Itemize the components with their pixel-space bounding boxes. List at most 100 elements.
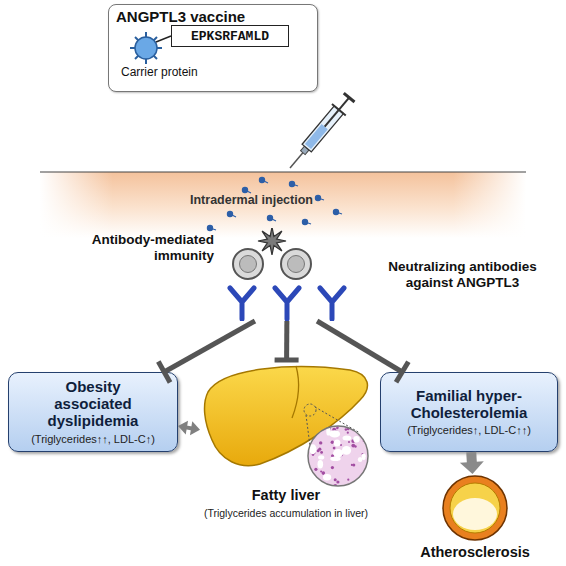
connector-line [466, 452, 477, 463]
tissue-nucleus [310, 479, 313, 482]
tissue-nucleus [347, 479, 349, 481]
tissue-nucleus [310, 482, 312, 484]
connector-line [317, 321, 402, 372]
box-note: (Triglycerides↑↑, LDL-C↑) [31, 433, 155, 445]
b-cell-nucleus [240, 256, 257, 273]
tissue-nucleus [322, 471, 326, 475]
connector-line [164, 321, 255, 372]
syringe-thumb [344, 93, 355, 102]
fat-droplet [330, 457, 340, 462]
fat-droplet [318, 460, 324, 468]
artery-lumen [453, 498, 497, 530]
skin-fade [40, 172, 526, 238]
tissue-nucleus [368, 463, 372, 467]
tissue-nucleus [310, 424, 313, 427]
particle-stem [292, 184, 298, 186]
dendritic-cell [258, 228, 286, 255]
vaccine-box: ANGPTL3 vaccineEPKSRFAMLD [108, 4, 318, 92]
process-label: Antibody-mediated immunity [82, 232, 214, 264]
vaccine-particles [207, 177, 342, 230]
spike [135, 37, 157, 59]
particle-stem [318, 198, 324, 200]
arrow-connector [460, 452, 484, 474]
particle-stem [245, 190, 251, 193]
b-cell [281, 249, 311, 279]
particle-stem [230, 214, 236, 217]
particle-stem [210, 228, 216, 230]
fat-droplet [334, 440, 341, 447]
syringe-hub [301, 146, 309, 154]
arrow-head [190, 421, 200, 435]
connector-line [186, 427, 192, 428]
tissue-nucleus [312, 480, 315, 483]
tissue-nucleus [345, 428, 348, 431]
antibody-drawing [222, 285, 352, 321]
particle-stem [336, 212, 342, 214]
carrier-body [135, 37, 157, 59]
cell-drawing [222, 228, 322, 280]
skin-band [40, 172, 526, 238]
tissue-nucleus [336, 480, 339, 483]
carrier-protein [130, 32, 171, 64]
syringe-plunger [325, 98, 349, 127]
artery-drawing [410, 474, 540, 542]
process-label: Neutralizing antibodies against ANGPTL3 [380, 259, 545, 291]
syringe [283, 92, 356, 174]
tissue-nucleus [310, 427, 312, 429]
arrow-connector [178, 421, 200, 436]
inhibition-bar [158, 362, 170, 383]
tissue-bg [308, 426, 368, 486]
box-title: Familial hyper-Cholesterolemia [402, 388, 537, 422]
zoom-line [315, 407, 360, 433]
peptide-box: EPKSRFAMLD [171, 25, 289, 47]
inhibition-connector [275, 321, 299, 360]
node-caption: Fatty liver [200, 487, 372, 503]
condition-box: Obesity associated dyslipidemia(Triglyce… [8, 372, 178, 452]
antibody [275, 288, 299, 319]
fat-droplet [329, 430, 340, 437]
liver-illustration: Fatty liver (Triglycerides accumulation i… [200, 360, 372, 528]
immune-cells: Antibody-mediated immunity [222, 228, 322, 280]
fat-droplet [343, 436, 352, 441]
peptide-link [156, 36, 171, 42]
tissue-nucleus [351, 464, 353, 466]
peptide-sequence: EPKSRFAMLD [191, 29, 269, 44]
tissue-nucleus [333, 447, 336, 450]
liver-shape [205, 367, 368, 466]
inhibition-bar [275, 357, 299, 362]
zoom-circle [308, 426, 368, 486]
tissue-nucleus [340, 444, 342, 446]
spike [145, 32, 147, 64]
syringe-needle [290, 153, 303, 168]
text-label: Intradermal injection [190, 193, 313, 207]
inhibition-connector [158, 321, 255, 382]
artery-section: Atherosclerosis [410, 474, 540, 564]
box-title: ANGPTL3 vaccine [116, 8, 245, 25]
tissue-nucleus [320, 451, 323, 454]
tissue-nucleus [324, 424, 327, 427]
inhibition-connector [317, 321, 408, 382]
fat-droplet [323, 474, 331, 480]
inhibition-bar [396, 362, 408, 383]
liver-drawing [200, 360, 372, 488]
tissue-nucleus [331, 441, 334, 444]
tissue-nucleus [314, 468, 317, 471]
syringe-liquid [305, 124, 328, 149]
b-cell-nucleus [288, 256, 305, 273]
particle-stem [305, 222, 311, 224]
particle-stem [262, 180, 268, 183]
tissue-nucleus [318, 448, 321, 451]
tissue-nucleus [347, 432, 349, 434]
skin-surface [40, 171, 526, 172]
tissue-nucleus [336, 427, 338, 429]
antibody [230, 288, 254, 319]
arrow-head [460, 461, 484, 474]
syringe-barrel [302, 106, 343, 152]
spike [130, 47, 162, 49]
syringe-flange [332, 104, 346, 116]
box-note: (Triglycerides↑, LDL-C↑↑) [407, 424, 531, 436]
node-note: (Triglycerides accumulation in liver) [204, 507, 368, 519]
arrow-head [178, 421, 188, 435]
